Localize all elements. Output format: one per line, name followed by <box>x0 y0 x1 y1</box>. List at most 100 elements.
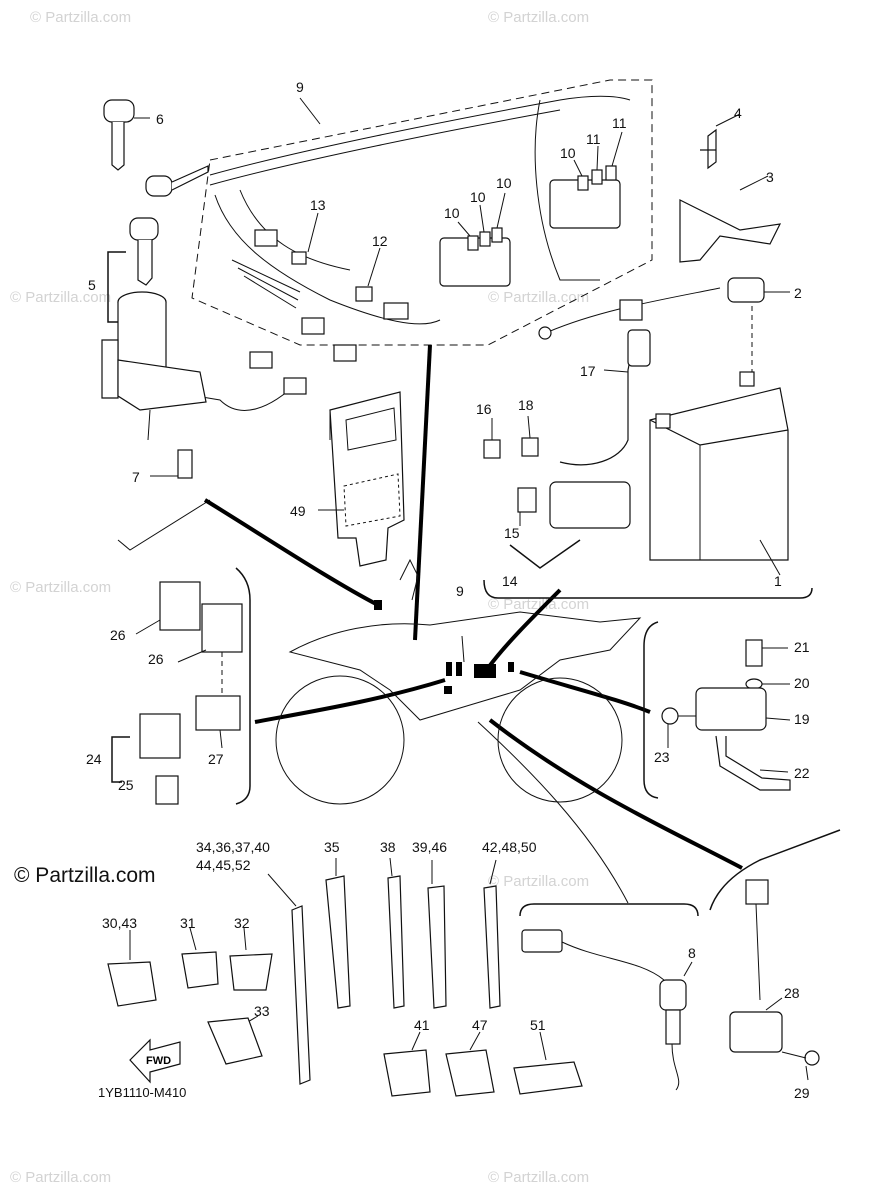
callout-49: 49 <box>290 503 306 519</box>
leader-42-50 <box>489 859 497 885</box>
fuse-10-b <box>479 231 491 247</box>
callout-2: 2 <box>794 285 802 301</box>
sensor-group <box>643 621 791 799</box>
callout-42-50: 42,48,50 <box>482 839 537 855</box>
cable-tie-42 <box>483 885 501 1009</box>
pointer-relays <box>254 678 446 724</box>
harness-branch-right <box>534 99 600 281</box>
cable-tie-39 <box>427 885 447 1009</box>
leader-8 <box>683 961 693 977</box>
sensor-19 <box>695 687 767 731</box>
callout-3: 3 <box>766 169 774 185</box>
callout-27: 27 <box>208 751 224 767</box>
leader-34-52 <box>267 873 297 907</box>
battery-panel-edge <box>483 579 813 599</box>
tube-51 <box>513 1061 583 1095</box>
callout-26-a: 26 <box>110 627 126 643</box>
panel-49-window <box>345 407 397 451</box>
callout-30-43: 30,43 <box>102 915 137 931</box>
watermark-left-1: © Partzilla.com <box>10 289 111 306</box>
leader-1 <box>759 539 781 576</box>
callout-10-b: 10 <box>470 189 486 205</box>
harness-connector-c <box>249 351 273 369</box>
leader-29 <box>805 1065 809 1081</box>
left-panel-edge <box>117 410 331 551</box>
watermark-right-3: © Partzilla.com <box>488 873 589 890</box>
relay-26-a <box>159 581 201 631</box>
wire-harness-group <box>189 79 653 411</box>
watermarks: © Partzilla.com © Partzilla.com © Partzi… <box>10 9 589 1186</box>
relay-connector-25 <box>155 775 179 805</box>
leader-38 <box>389 857 393 877</box>
bolt-21 <box>745 639 763 667</box>
partzilla-brand-label: © Partzilla.com <box>14 864 156 887</box>
bolt-7 <box>177 449 193 479</box>
callout-29: 29 <box>794 1085 810 1101</box>
callout-44-52: 44,45,52 <box>196 857 251 873</box>
switch-28-body <box>729 1011 783 1053</box>
callout-6: 6 <box>156 111 164 127</box>
motorcycle-mirror <box>399 558 419 601</box>
clamp-32 <box>229 953 273 991</box>
connector-13-small <box>291 251 307 265</box>
battery-band-3 <box>679 199 782 263</box>
bracket-24-25 <box>111 736 130 783</box>
motorcycle-silhouette <box>275 558 642 805</box>
leader-17 <box>603 369 629 373</box>
callout-31: 31 <box>180 915 196 931</box>
sensor-8-body <box>665 1009 681 1045</box>
watermark-bottom-right: © Partzilla.com <box>488 1169 589 1186</box>
pointer-switch <box>203 498 379 607</box>
leader-4 <box>715 113 741 127</box>
key-b-blade <box>137 240 153 286</box>
callout-26-b: 26 <box>148 651 164 667</box>
battery-group <box>483 113 813 599</box>
leader-19 <box>765 717 791 721</box>
callout-11-right: 11 <box>612 115 627 131</box>
battery-1 <box>649 387 789 561</box>
location-marker-3 <box>474 664 496 678</box>
callout-21: 21 <box>794 639 810 655</box>
leader-28 <box>765 997 783 1011</box>
bracket-5 <box>107 251 126 323</box>
callout-33: 33 <box>254 1003 270 1019</box>
fuse-11-a <box>591 169 603 185</box>
relay-connector-15 <box>517 487 537 513</box>
watermark-top-left: © Partzilla.com <box>30 9 131 26</box>
connector-13-body <box>254 229 278 247</box>
callout-13: 13 <box>310 197 326 213</box>
leader-9-center <box>461 635 465 663</box>
leader-41 <box>411 1031 421 1051</box>
callout-32: 32 <box>234 915 250 931</box>
leader-31 <box>189 927 197 951</box>
clamp-31 <box>181 951 219 989</box>
callout-9-top: 9 <box>296 79 304 95</box>
fuse-11-b <box>605 165 617 181</box>
callout-10-c: 10 <box>496 175 512 191</box>
clip-41 <box>383 1049 431 1097</box>
clip-47 <box>445 1049 495 1097</box>
leader-10-11-right <box>573 131 623 177</box>
harness-connector-d <box>283 377 307 395</box>
harness-connector-a <box>301 317 325 335</box>
band-holder-4 <box>700 128 717 170</box>
fuse-10-c <box>491 227 503 243</box>
connector-12-body <box>383 302 409 320</box>
pointer-28 <box>488 718 743 870</box>
relay-26-b <box>201 603 243 653</box>
callout-25: 25 <box>118 777 134 793</box>
callout-9-center: 9 <box>456 583 464 599</box>
location-marker-2 <box>456 662 462 676</box>
callout-10-a: 10 <box>444 205 460 221</box>
key-a-blade <box>171 165 209 191</box>
panel-49 <box>329 391 405 567</box>
switch-side <box>101 339 119 399</box>
harness-wire-ends <box>231 259 301 309</box>
battery-terminal-pos <box>739 371 755 387</box>
bracket-14 <box>509 539 581 569</box>
sensor-8-connector <box>521 929 563 953</box>
callout-15: 15 <box>504 525 520 541</box>
battery-terminal-neg <box>655 413 671 429</box>
motorcycle-body <box>288 611 642 721</box>
callout-22: 22 <box>794 765 810 781</box>
